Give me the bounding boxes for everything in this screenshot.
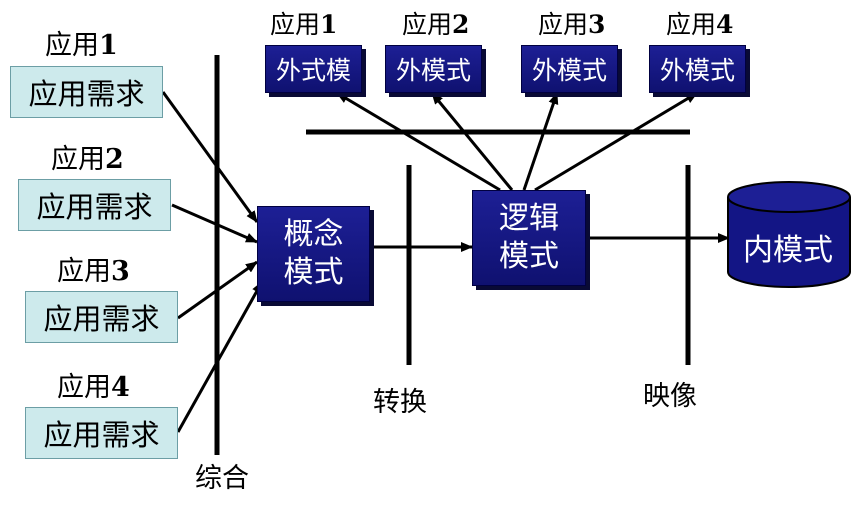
logical-schema-box: 逻辑 模式 bbox=[472, 190, 586, 286]
requirement-box-4: 应用需求 bbox=[25, 407, 178, 459]
requirement-box-1: 应用需求 bbox=[10, 66, 163, 118]
left-app-label-1: 应用1 bbox=[45, 30, 118, 61]
left-app-label-2: 应用2 bbox=[51, 144, 124, 175]
arrow-req4-conceptual bbox=[176, 281, 264, 433]
internal-schema-cylinder bbox=[727, 181, 851, 288]
logical-line-2: 模式 bbox=[499, 239, 559, 274]
arrow-req3-conceptual bbox=[177, 260, 258, 320]
conceptual-line-2: 模式 bbox=[283, 255, 344, 290]
arrow-logical-ext1 bbox=[336, 91, 501, 192]
internal-schema-label: 内模式 bbox=[743, 233, 833, 268]
logical-line-1: 逻辑 bbox=[499, 201, 559, 236]
conceptual-schema-box: 概念 模式 bbox=[257, 206, 370, 302]
requirement-box-3: 应用需求 bbox=[25, 291, 178, 343]
external-schema-box-2: 外模式 bbox=[385, 45, 482, 93]
left-app-label-3: 应用3 bbox=[57, 256, 130, 287]
external-schema-box-3: 外模式 bbox=[521, 45, 618, 93]
arrow-req1-conceptual bbox=[161, 91, 259, 223]
caption-mapping: 映像 bbox=[643, 381, 697, 412]
top-app-label-3: 应用3 bbox=[538, 10, 606, 39]
left-app-label-4: 应用4 bbox=[57, 372, 130, 403]
caption-integrate: 综合 bbox=[195, 463, 249, 494]
external-schema-box-1: 外式模 bbox=[265, 45, 362, 93]
arrow-req2-conceptual bbox=[171, 203, 258, 244]
arrow-logical-ext4 bbox=[534, 91, 698, 192]
top-app-label-1: 应用1 bbox=[270, 10, 338, 39]
conceptual-line-1: 概念 bbox=[283, 217, 344, 252]
arrow-logical-ext2 bbox=[430, 92, 514, 191]
top-app-label-4: 应用4 bbox=[666, 10, 734, 39]
top-app-label-2: 应用2 bbox=[402, 10, 470, 39]
arrow-logical-ext3 bbox=[522, 92, 559, 191]
caption-transform: 转换 bbox=[373, 387, 427, 418]
external-schema-box-4: 外模式 bbox=[649, 45, 746, 93]
requirement-box-2: 应用需求 bbox=[18, 179, 171, 231]
